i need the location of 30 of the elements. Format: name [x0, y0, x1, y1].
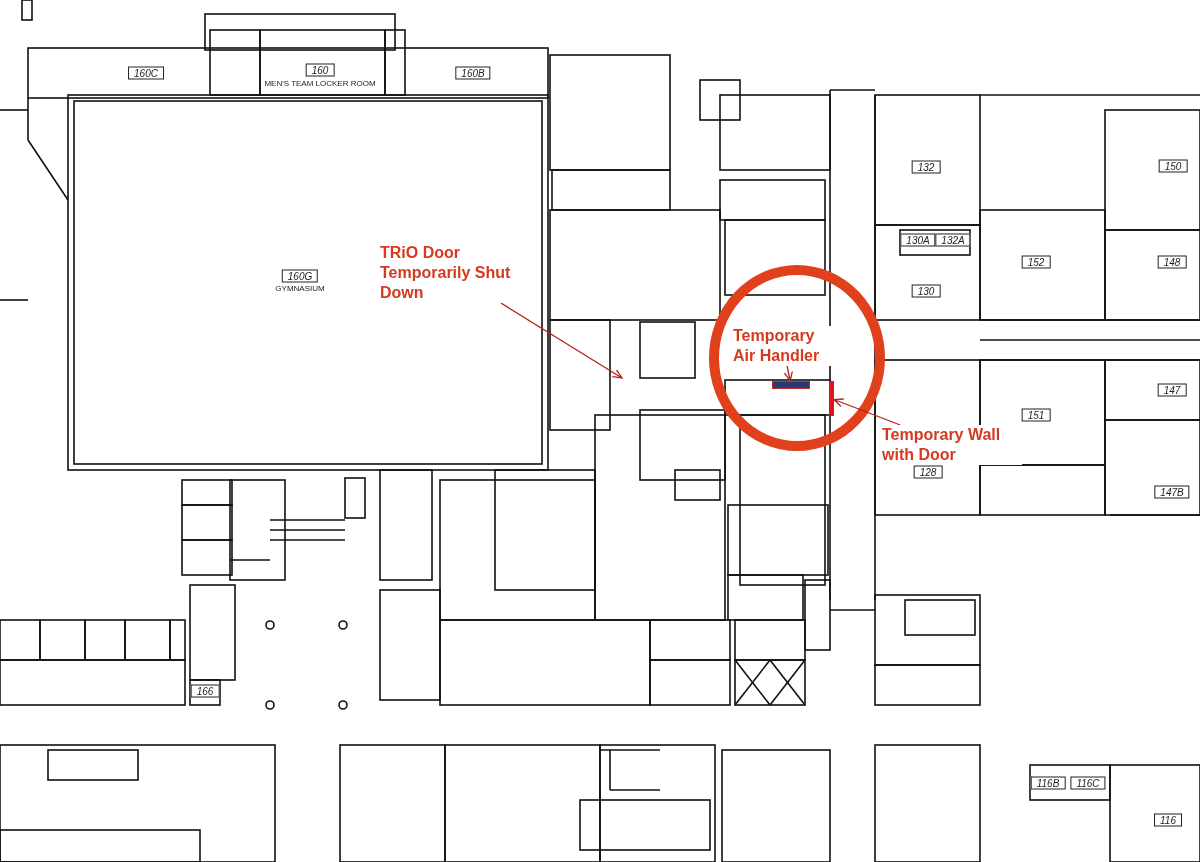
- room-name: GYMNASIUM: [275, 283, 325, 293]
- room-number: 160C: [128, 66, 164, 80]
- room-number: 116C: [1070, 776, 1106, 790]
- leader-arrow: [500, 302, 623, 379]
- node-label: Temporary Wall with Door: [882, 426, 1001, 463]
- room-number: 160: [305, 63, 335, 77]
- room-number: 132: [911, 160, 941, 174]
- room-number: 130: [911, 284, 941, 298]
- annotation-text: Temporary Air Handler: [733, 326, 833, 366]
- node-label: Temporary Air Handler: [733, 327, 820, 364]
- annotation-text: Temporary Wall with Door: [882, 425, 1022, 465]
- leader-arrow: [783, 365, 793, 382]
- room-number: 166: [190, 684, 220, 698]
- room-number: 128: [913, 465, 943, 479]
- room-number: 160B: [455, 66, 491, 80]
- room-number: 116: [1154, 813, 1182, 827]
- room-number: 148: [1157, 255, 1187, 269]
- room-number: 132A: [935, 233, 971, 247]
- room-number: 152: [1021, 255, 1051, 269]
- room-number: 151: [1021, 408, 1051, 422]
- room-number: 130A: [900, 233, 936, 247]
- room-number: 160G: [281, 269, 319, 283]
- air-handler-unit: [772, 381, 810, 389]
- room-number: 116B: [1030, 776, 1066, 790]
- temporary-wall-mark: [829, 381, 834, 416]
- room-number: 147: [1157, 383, 1187, 397]
- room-number: 150: [1158, 159, 1188, 173]
- room-number: 147B: [1154, 485, 1190, 499]
- leader-arrow: [833, 398, 901, 426]
- room-name: MEN'S TEAM LOCKER ROOM: [264, 78, 376, 88]
